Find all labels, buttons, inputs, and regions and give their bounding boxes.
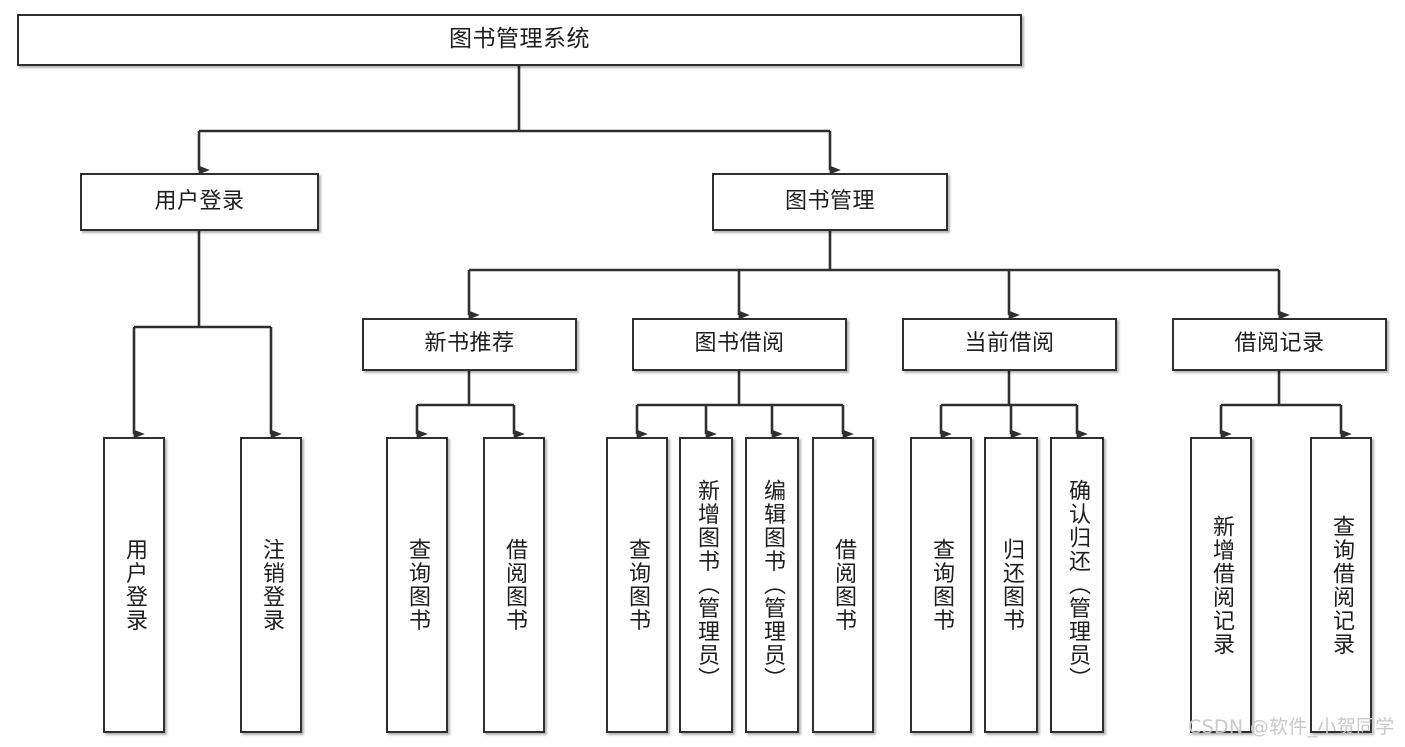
node-leaf-user-logout[interactable]: 注销登录: [240, 437, 302, 733]
node-leaf-return-book-label: 归还图书: [998, 538, 1024, 632]
node-leaf-borrow-book-b-label: 借阅图书: [830, 538, 856, 632]
node-leaf-borrow-book-a[interactable]: 借阅图书: [483, 437, 545, 733]
node-leaf-add-book-label: 新增图书（管理员）: [693, 479, 719, 691]
node-book-manage[interactable]: 图书管理: [712, 173, 948, 231]
node-book-borrow-label: 图书借阅: [694, 331, 785, 357]
node-leaf-query-record[interactable]: 查询借阅记录: [1310, 437, 1372, 733]
node-leaf-query-book-a-label: 查询图书: [404, 538, 430, 632]
node-leaf-return-book[interactable]: 归还图书: [984, 437, 1038, 733]
node-book-manage-label: 图书管理: [784, 188, 875, 214]
node-leaf-edit-book-label: 编辑图书（管理员）: [759, 479, 785, 691]
node-leaf-user-login-label: 用户登录: [121, 538, 147, 632]
node-leaf-borrow-book-a-label: 借阅图书: [501, 538, 527, 632]
node-new-book-recommend-label: 新书推荐: [424, 331, 515, 357]
node-leaf-query-book-c-label: 查询图书: [928, 538, 954, 632]
node-user-login-label: 用户登录: [154, 188, 245, 214]
node-leaf-borrow-book-b[interactable]: 借阅图书: [812, 437, 874, 733]
node-new-book-recommend[interactable]: 新书推荐: [362, 318, 577, 371]
node-leaf-user-logout-label: 注销登录: [258, 538, 284, 632]
node-current-borrow-label: 当前借阅: [964, 331, 1055, 357]
node-user-login[interactable]: 用户登录: [80, 173, 319, 231]
node-borrow-record-label: 借阅记录: [1234, 331, 1325, 357]
node-leaf-user-login[interactable]: 用户登录: [103, 437, 165, 733]
node-root-label: 图书管理系统: [449, 26, 590, 53]
node-leaf-query-book-b[interactable]: 查询图书: [606, 437, 668, 733]
node-leaf-add-record-label: 新增借阅记录: [1208, 514, 1234, 656]
node-leaf-add-record[interactable]: 新增借阅记录: [1190, 437, 1252, 733]
node-leaf-query-record-label: 查询借阅记录: [1328, 514, 1354, 656]
node-leaf-confirm-return-label: 确认归还（管理员）: [1064, 479, 1090, 691]
node-book-borrow[interactable]: 图书借阅: [632, 318, 847, 371]
node-leaf-edit-book[interactable]: 编辑图书（管理员）: [745, 437, 799, 733]
node-borrow-record[interactable]: 借阅记录: [1172, 318, 1387, 371]
node-leaf-query-book-b-label: 查询图书: [624, 538, 650, 632]
node-current-borrow[interactable]: 当前借阅: [902, 318, 1117, 371]
node-leaf-query-book-a[interactable]: 查询图书: [386, 437, 448, 733]
node-leaf-add-book[interactable]: 新增图书（管理员）: [679, 437, 733, 733]
node-leaf-confirm-return[interactable]: 确认归还（管理员）: [1050, 437, 1104, 733]
node-leaf-query-book-c[interactable]: 查询图书: [910, 437, 972, 733]
csdn-watermark: CSDN @软件_小贺同学: [1188, 716, 1395, 738]
node-root[interactable]: 图书管理系统: [17, 14, 1022, 66]
